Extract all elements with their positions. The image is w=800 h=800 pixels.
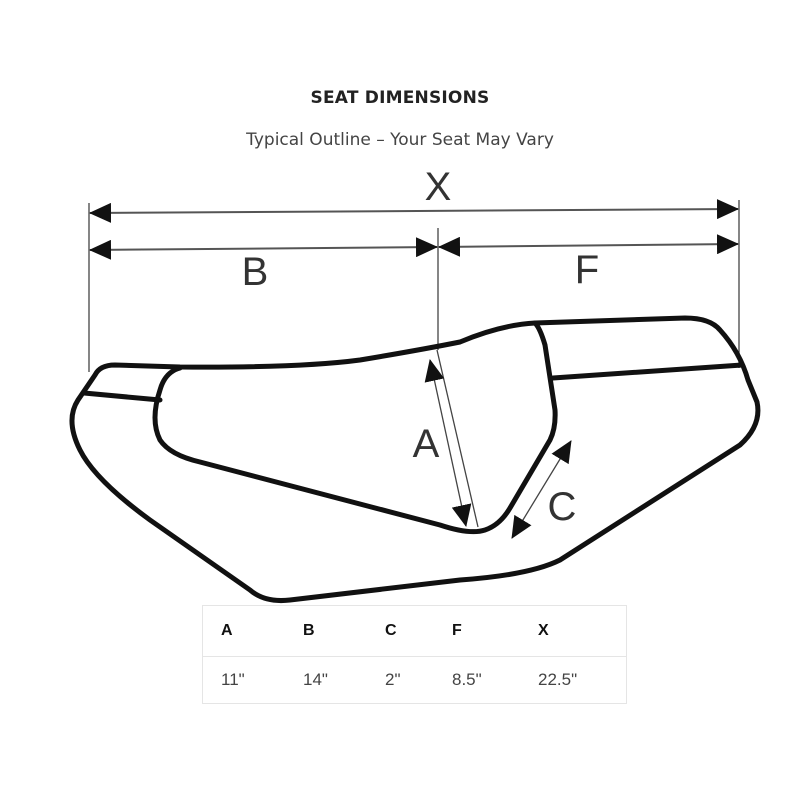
label-x: X [425,165,452,209]
value-c: 2" [385,670,401,689]
column-header-a: A [202,605,285,657]
column-header-x: X [520,605,627,657]
dimension-b [89,237,438,260]
column-header-c: C [367,605,434,657]
value-a: 11" [221,670,245,689]
label-c: C [548,485,577,529]
seat-outline [69,315,761,603]
value-f: 8.5" [452,670,482,689]
value-x: 22.5" [538,670,578,689]
label-a: A [413,422,440,466]
dimension-c [511,440,572,539]
label-f: F [575,248,599,292]
label-b: B [242,250,269,294]
table-header-row: A B C F X [202,605,627,657]
column-header-b: B [285,605,367,657]
column-header-f: F [434,605,520,657]
page-title: SEAT DIMENSIONS [310,88,490,108]
table-row: 11" 14" 2" 8.5" 22.5" [203,657,627,704]
dimension-x [89,199,739,223]
value-b: 14" [303,670,328,689]
page-subtitle: Typical Outline – Your Seat May Vary [246,130,554,150]
dimension-a [424,349,479,528]
extension-lines [88,200,740,372]
dimensions-table: A B C F X 11" 14" 2" 8.5" 22.5" [202,605,627,704]
dimension-f [438,234,739,257]
